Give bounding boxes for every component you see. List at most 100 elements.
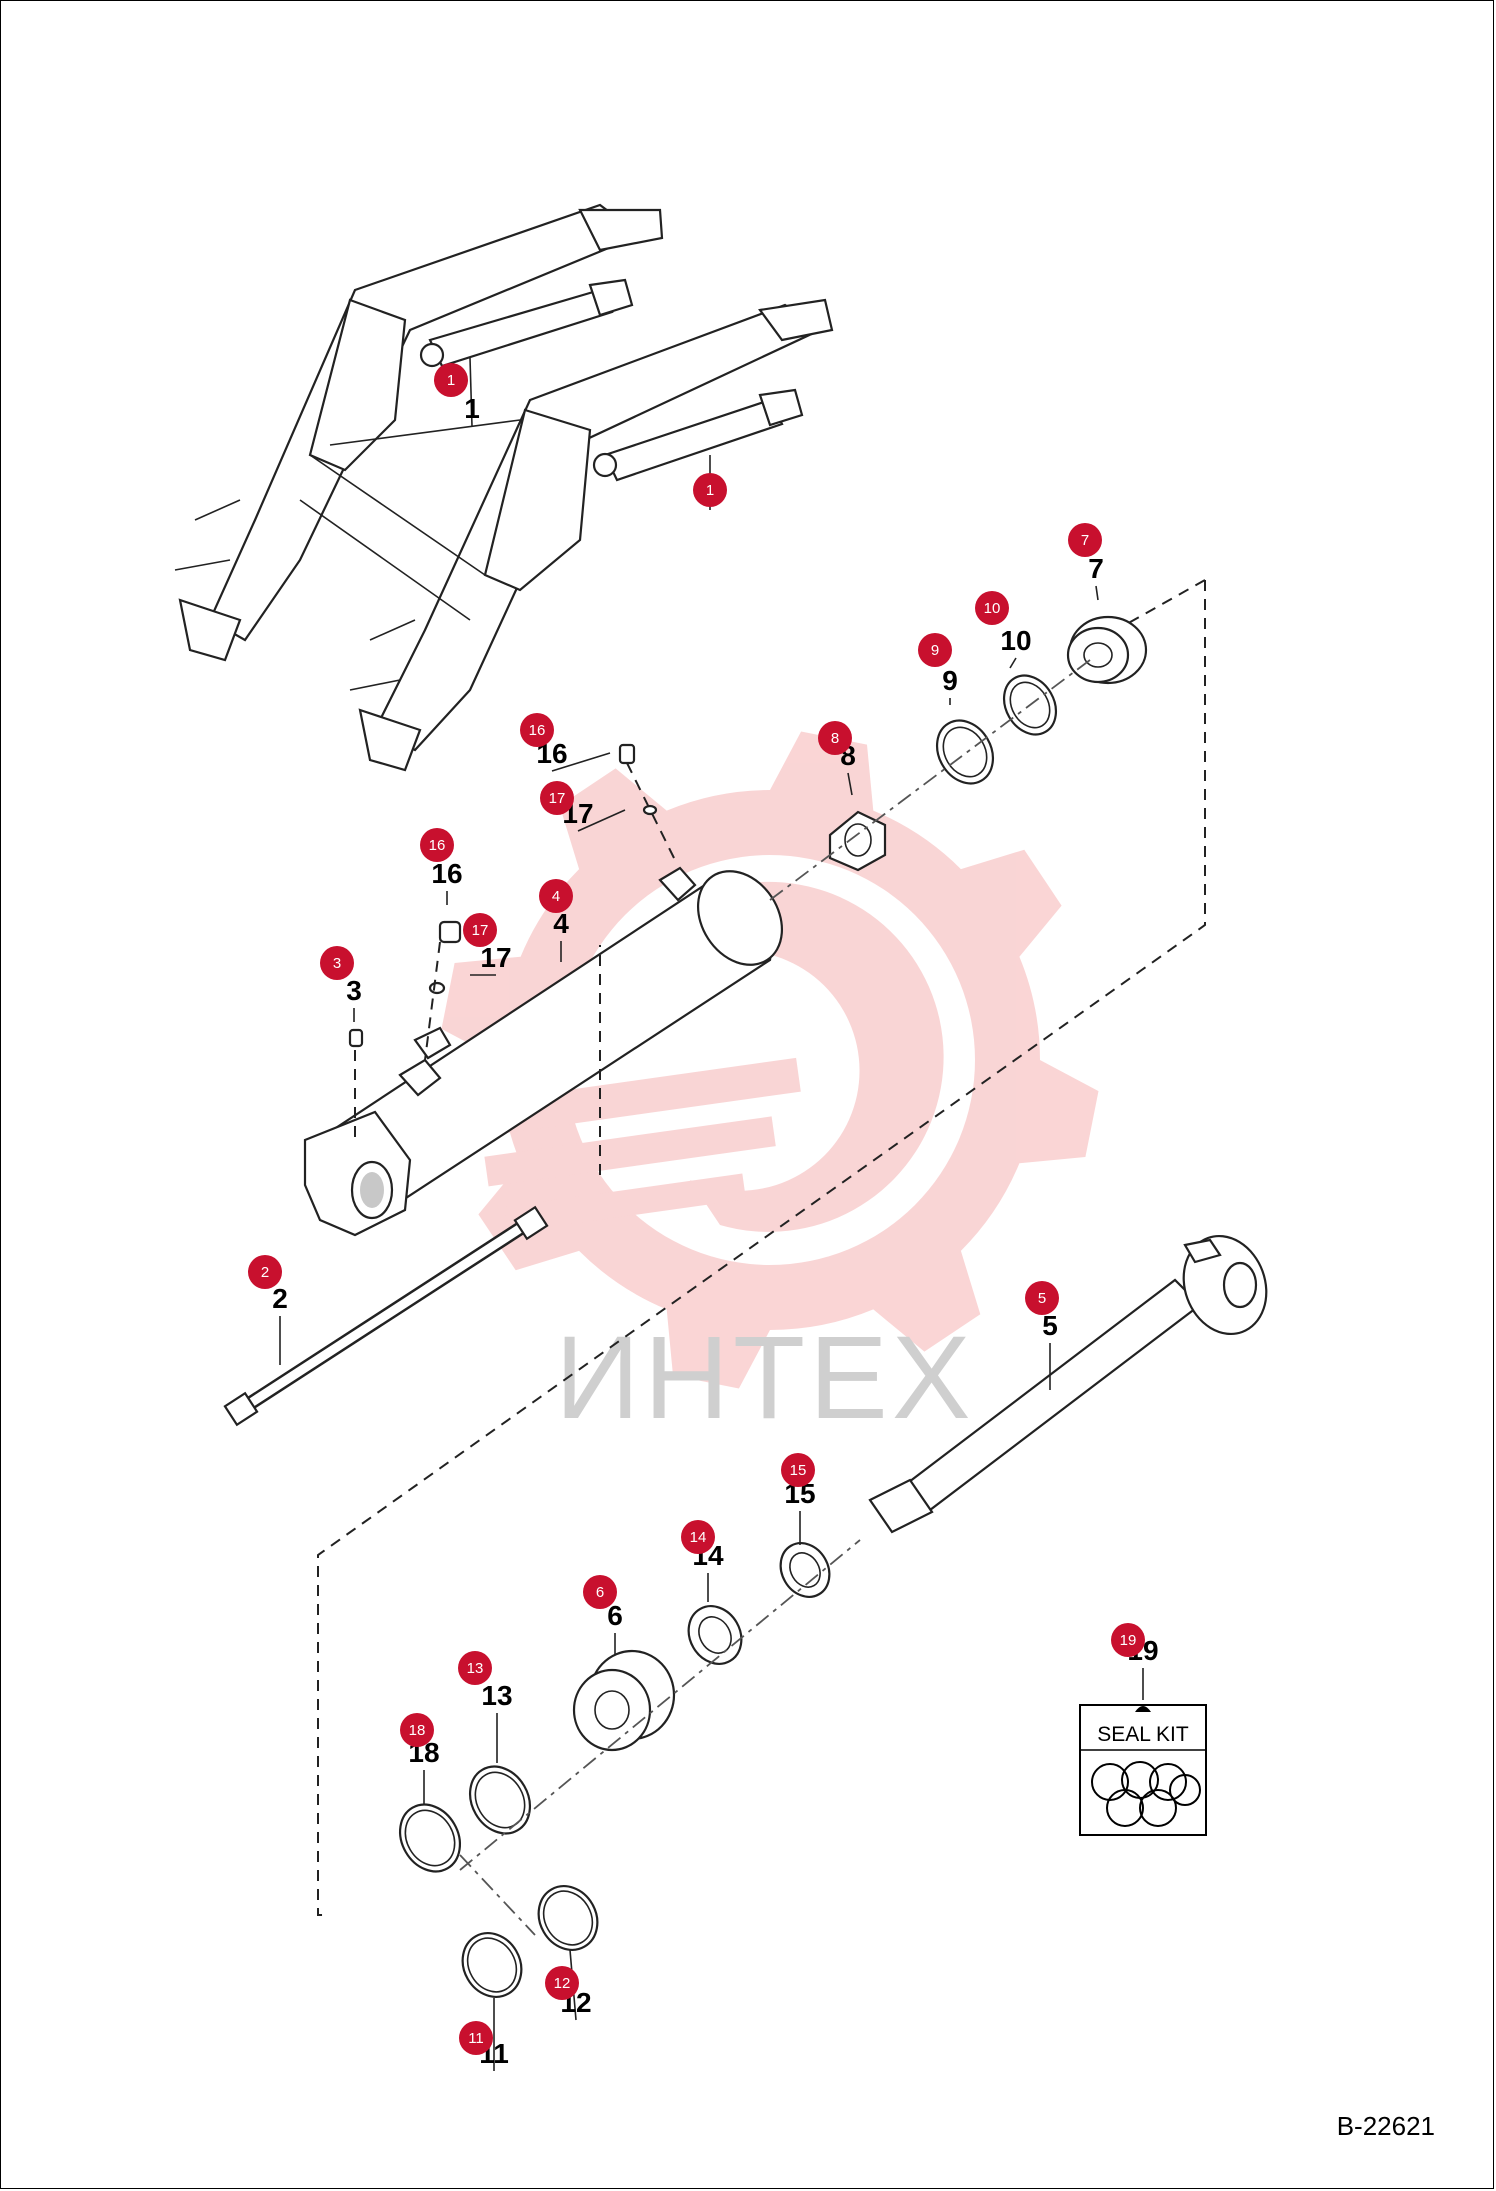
- callout-badge-number: 14: [690, 1529, 707, 1546]
- fitting-16-mid: [438, 920, 462, 944]
- callout-badge: [400, 1713, 434, 1747]
- callout-badge: [918, 633, 952, 667]
- leader-line: [1095, 585, 1099, 601]
- figure-reference: B-22621: [1337, 2111, 1435, 2141]
- fitting-16-top: [618, 743, 636, 765]
- part-number-label: 2: [272, 1283, 288, 1314]
- callout-badge-number: 10: [984, 600, 1001, 617]
- callout-badge-number: 9: [931, 642, 939, 659]
- part-number-label: 17: [480, 942, 511, 973]
- callout-badge-number: 19: [1120, 1632, 1137, 1649]
- callout-badge: [458, 1651, 492, 1685]
- callout-badge-number: 3: [333, 955, 341, 972]
- callout-badge-number: 6: [596, 1584, 604, 1601]
- callout-badge-number: 1: [706, 482, 714, 499]
- callout-badge: [781, 1453, 815, 1487]
- callout-badge-number: 18: [409, 1722, 426, 1739]
- callout-8: 88: [818, 721, 856, 796]
- callout-3: 33: [320, 946, 362, 1022]
- seal-15: [779, 1542, 831, 1598]
- part-number-label: 13: [481, 1680, 512, 1711]
- callout-badge-number: 13: [467, 1660, 484, 1677]
- ring-12: [537, 1885, 599, 1951]
- wrench-icon: [600, 881, 944, 1232]
- orings-icon: [1091, 1761, 1201, 1827]
- kit-hang-tab-icon: [1135, 1706, 1151, 1712]
- callout-badge: [248, 1255, 282, 1289]
- callout-badge-number: 4: [552, 888, 560, 905]
- callout-1: 11: [434, 357, 480, 427]
- oring-17-mid: [428, 981, 446, 995]
- part-number-label: 4: [553, 908, 569, 939]
- part-number-label: 7: [1088, 553, 1104, 584]
- callout-badge: [1068, 523, 1102, 557]
- leader-line: [1009, 657, 1017, 669]
- callout-badge: [583, 1575, 617, 1609]
- part-number-label: 16: [431, 858, 462, 889]
- leader-line: [847, 772, 853, 796]
- seal-kit-label: SEAL KIT: [1097, 1723, 1189, 1746]
- part-number-label: 9: [942, 665, 958, 696]
- callout-badge: [1025, 1281, 1059, 1315]
- callout-badge: [420, 828, 454, 862]
- callout-6: 66: [583, 1575, 623, 1655]
- leader-line: [551, 752, 611, 772]
- callout-badge: [540, 781, 574, 815]
- seal-14: [687, 1605, 743, 1665]
- piston-rod: [868, 1234, 1268, 1534]
- callout-badge-number: 16: [529, 722, 546, 739]
- callout-badge-number: 16: [429, 837, 446, 854]
- part-number-label: 3: [346, 975, 362, 1006]
- hydraulic-tube: [223, 1205, 549, 1427]
- part-number-label: 10: [1000, 625, 1031, 656]
- callout-badge: [1111, 1623, 1145, 1657]
- fitting-3: [348, 1028, 364, 1048]
- leader-line: [577, 809, 626, 832]
- assembly-lines: [317, 579, 1206, 1936]
- part-number-label: 6: [607, 1600, 623, 1631]
- part-number-label: 5: [1042, 1310, 1058, 1341]
- callout-badge-number: 17: [549, 790, 566, 807]
- watermark-gear-logo: [441, 731, 1099, 1389]
- gland-7: [1066, 615, 1148, 685]
- callout-badge: [545, 1966, 579, 2000]
- callout-badge-number: 8: [831, 730, 839, 747]
- callout-badge-number: 7: [1081, 532, 1089, 549]
- callout-badge: [459, 2021, 493, 2055]
- loader-arm-assembly: [174, 203, 834, 772]
- callout-badge: [681, 1520, 715, 1554]
- callout-badge-number: 5: [1038, 1290, 1046, 1307]
- callout-badge: [520, 713, 554, 747]
- part-number-label: 1: [464, 393, 480, 424]
- callout-4: 44: [539, 879, 573, 962]
- piston-6: [572, 1649, 676, 1752]
- callout-badge-number: 17: [472, 922, 489, 939]
- callout-badge-number: 11: [468, 2030, 484, 2047]
- callout-1: 1: [693, 455, 727, 510]
- oring-17-top: [642, 804, 658, 816]
- callout-badge-number: 2: [261, 1264, 269, 1281]
- callout-7: 77: [1068, 523, 1104, 601]
- callout-badge: [693, 473, 727, 507]
- callout-9: 99: [918, 633, 958, 705]
- callout-badge-number: 12: [554, 1975, 571, 1992]
- nut-8: [828, 810, 887, 872]
- callout-badge: [434, 363, 468, 397]
- callout-badge: [539, 879, 573, 913]
- callout-badge-number: 1: [447, 372, 455, 389]
- ring-13: [468, 1765, 532, 1835]
- callout-2: 22: [248, 1255, 288, 1365]
- callout-5: 55: [1025, 1281, 1059, 1390]
- ring-11: [461, 1932, 523, 1998]
